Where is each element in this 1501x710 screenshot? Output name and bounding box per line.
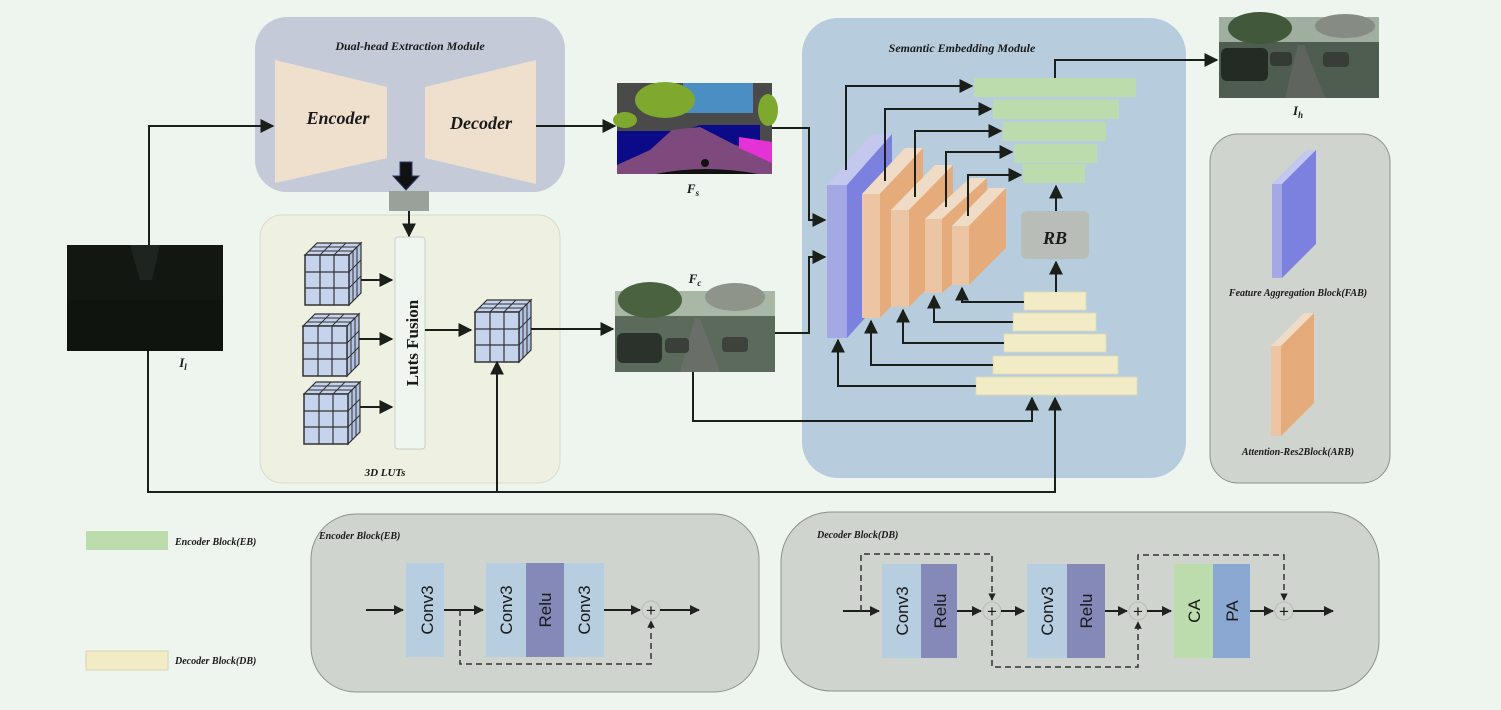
output-label: Ih (1292, 103, 1303, 120)
db-layer-pa (1213, 564, 1250, 658)
db-layer-relu-2 (1067, 564, 1105, 658)
luts-title: 3D LUTs (364, 467, 406, 479)
db-block-5 (975, 376, 1138, 396)
corrected-image (615, 282, 775, 372)
db-pa-label: PA (1223, 600, 1242, 622)
eb-relu-label: Relu (536, 593, 555, 628)
eb-block-5 (1023, 164, 1085, 183)
eb-block-2 (993, 100, 1119, 119)
db-layer-ca (1174, 564, 1213, 658)
svg-text:+: + (1279, 602, 1289, 621)
encoder-block-detail: Encoder Block(EB) Conv3 Conv3 Relu Conv3… (310, 513, 760, 693)
encoder-label: Encoder (306, 108, 371, 128)
lut-cube-3 (303, 381, 361, 445)
arb-legend-label: Attention-Res2Block(ARB) (1241, 447, 1354, 458)
decoder-block-detail: Decoder Block(DB) Conv3 Relu Conv3 Relu … (780, 511, 1380, 692)
db-layer-conv-2 (1027, 564, 1067, 658)
arrow-fc-to-db (692, 372, 1039, 422)
dual-head-title: Dual-head Extraction Module (334, 39, 485, 53)
input-image-label: Il (178, 355, 187, 372)
db-conv-2-label: Conv3 (1038, 586, 1057, 635)
arrow-fc-to-fab (775, 250, 827, 334)
db-block-2 (1012, 312, 1097, 332)
arrow-input-to-db (147, 351, 1062, 493)
fab-legend-icon (1272, 150, 1316, 278)
eb-block-4 (1014, 144, 1097, 163)
svg-text:+: + (1133, 602, 1143, 621)
eb-block-1 (974, 78, 1136, 97)
eb-conv-2-label: Conv3 (497, 585, 516, 634)
db-block-4 (992, 355, 1119, 375)
segmentation-map-image (613, 82, 778, 174)
segmentation-label: Fs (686, 181, 700, 198)
weight-box (389, 191, 429, 211)
encoder-block-title: Encoder Block(EB) (318, 531, 400, 542)
decoder-trapezoid (425, 60, 536, 184)
eb-block-3 (1003, 122, 1106, 141)
block-legend-panel: Feature Aggregation Block(FAB) Attention… (1209, 133, 1391, 484)
arb-slab-4 (952, 188, 1006, 285)
fused-lut-cube (474, 299, 532, 363)
decoder-block-title: Decoder Block(DB) (816, 530, 898, 541)
db-relu-2-label: Relu (1077, 594, 1096, 629)
arrow-input-to-encoder (148, 119, 275, 245)
corrected-label: Fc (688, 271, 702, 288)
dual-head-extraction-module: Dual-head Extraction Module Encoder Deco… (255, 17, 565, 233)
db-ca-label: CA (1185, 599, 1204, 623)
arrow-fs-to-fab (772, 127, 827, 227)
eb-layer-relu (526, 563, 564, 657)
down-arrow-icon (391, 161, 421, 191)
eb-color-swatch (86, 531, 168, 550)
arrow-eb-to-output (1054, 53, 1219, 78)
db-block-3 (1003, 333, 1107, 353)
semantic-title: Semantic Embedding Module (889, 41, 1036, 55)
eb-plus: + (646, 601, 656, 620)
svg-text:+: + (987, 602, 997, 621)
input-image (67, 245, 223, 351)
eb-layer-conv-3 (564, 563, 604, 657)
semantic-embedding-module: Semantic Embedding Module RB (802, 18, 1186, 478)
output-image (1219, 12, 1379, 98)
rb-label: RB (1042, 228, 1067, 248)
encoder-trapezoid (275, 60, 387, 183)
luts-fusion-label: Luts Fusion (403, 299, 422, 386)
arb-legend-icon (1271, 313, 1314, 436)
eb-legend-label: Encoder Block(EB) (174, 537, 256, 548)
db-relu-1-label: Relu (931, 594, 950, 629)
lut-cube-2 (302, 313, 360, 377)
luts-module: Luts Fusion 3D LUTs (259, 214, 561, 484)
db-color-swatch (85, 650, 169, 671)
db-layer-relu-1 (921, 564, 957, 658)
eb-conv-1-label: Conv3 (418, 585, 437, 634)
db-conv-1-label: Conv3 (893, 586, 912, 635)
lut-cube-1 (304, 242, 362, 306)
db-layer-conv-1 (882, 564, 921, 658)
eb-layer-conv-2 (486, 563, 526, 657)
rb-box (1021, 211, 1089, 259)
db-block-1 (1023, 291, 1087, 311)
eb-conv-3-label: Conv3 (575, 585, 594, 634)
db-legend-label: Decoder Block(DB) (174, 656, 256, 667)
eb-layer-conv-1 (406, 563, 444, 657)
fab-legend-label: Feature Aggregation Block(FAB) (1228, 288, 1367, 299)
connections (147, 53, 1219, 493)
decoder-label: Decoder (449, 113, 513, 133)
